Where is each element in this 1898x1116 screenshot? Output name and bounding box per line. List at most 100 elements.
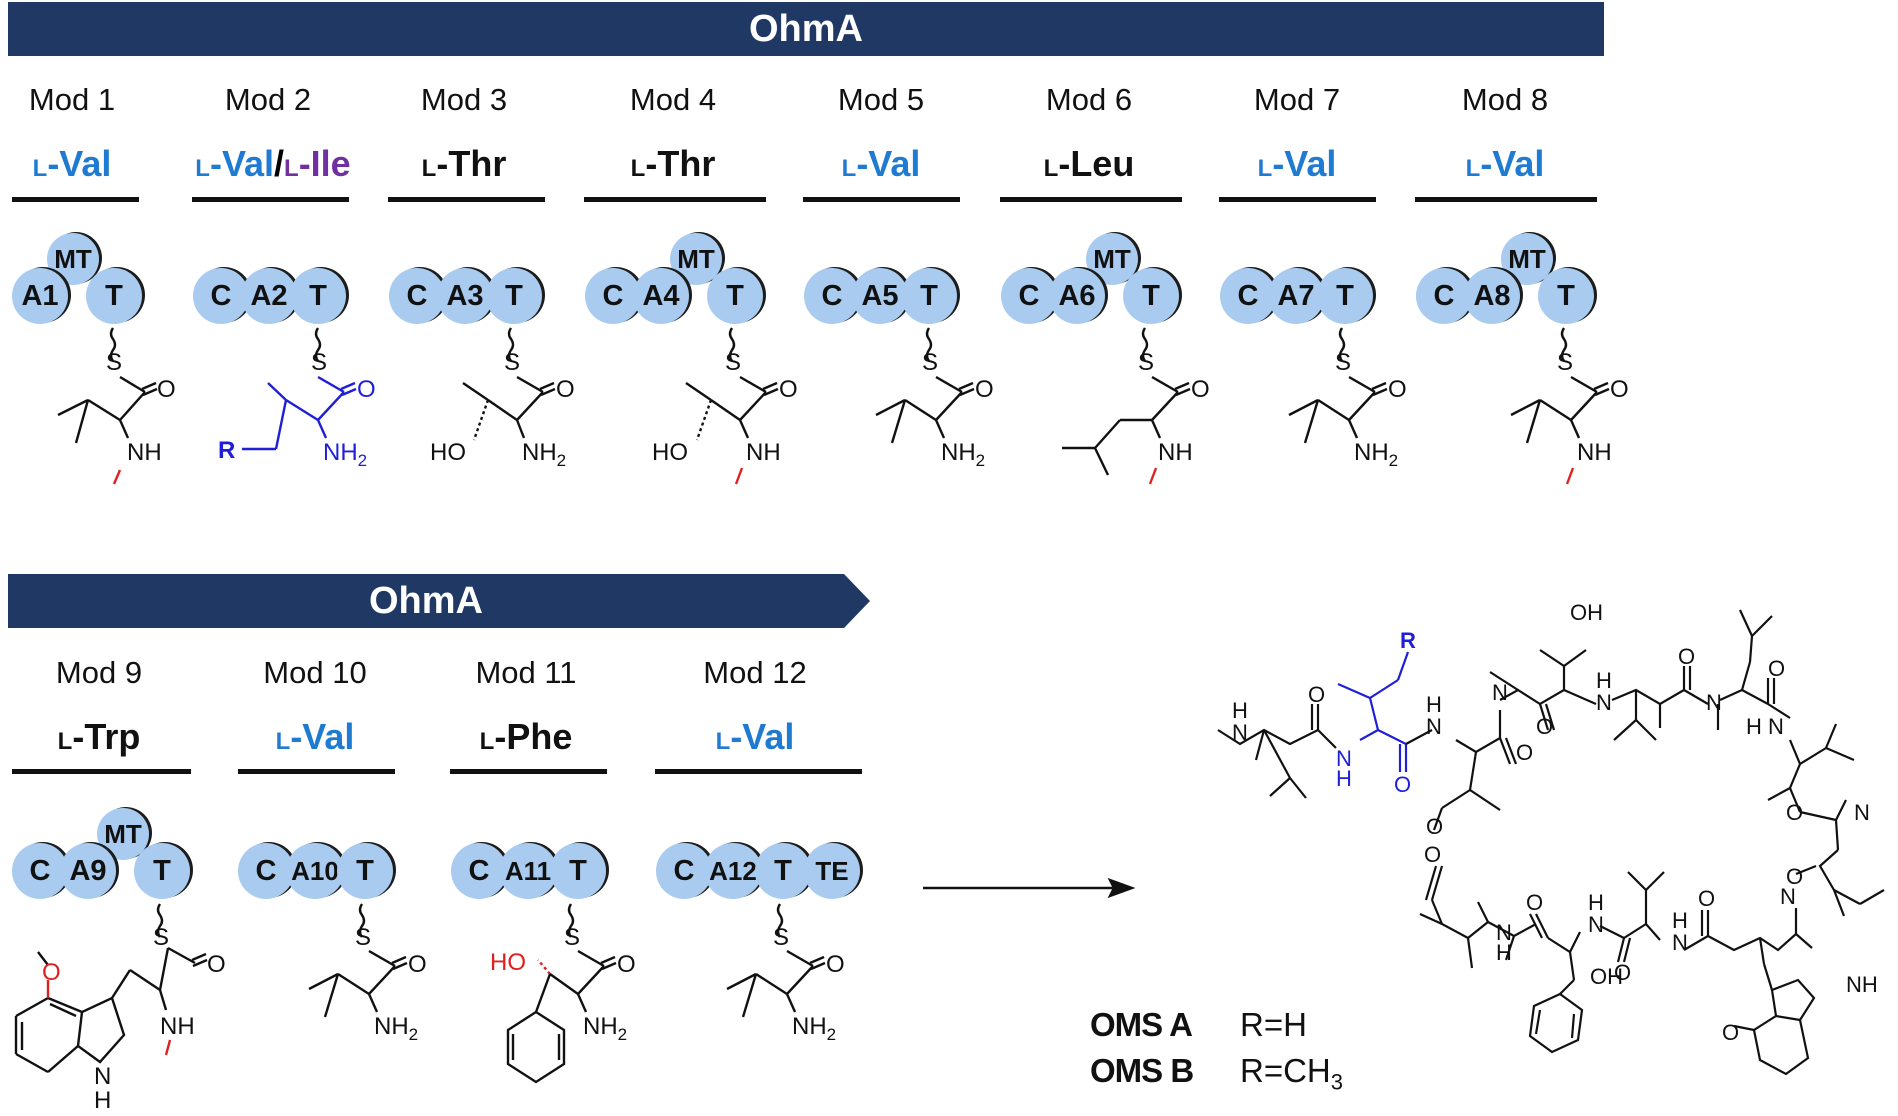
atom-s: S [564, 924, 580, 951]
atom-o: O [1678, 644, 1695, 669]
aa-label-4: L-Thr [630, 143, 716, 184]
atom-s: S [1335, 349, 1351, 376]
structure-mod10 [308, 903, 408, 1018]
reaction-arrow [923, 877, 1136, 899]
atom-nh: NH [1846, 972, 1878, 997]
atom-o: O [1394, 772, 1411, 797]
domain-circle-t: T [707, 268, 763, 324]
module-underline [12, 769, 191, 774]
domain-circle-c: C [193, 268, 249, 324]
atom-n: N [1706, 690, 1722, 715]
legend-oms-b: OMS B R=CH3 [1090, 1052, 1343, 1096]
aa-label-12: L-Val [715, 716, 795, 757]
atom-nh: NH [1158, 439, 1193, 466]
module-underline [655, 769, 862, 774]
atom-s: S [106, 349, 122, 376]
legend-oms-b-name: OMS B [1090, 1052, 1194, 1089]
atom-s: S [1557, 349, 1573, 376]
domain-circle-t: T [134, 843, 190, 899]
atom-o: O [1516, 740, 1533, 765]
atom-r: R [218, 437, 235, 464]
atom-nh: NH [1577, 439, 1612, 466]
ohma-banner-top: OhmA [8, 2, 1604, 56]
structure-mod2 [242, 327, 357, 451]
atom-h: H [1232, 698, 1248, 723]
atom-h: H [1672, 908, 1688, 933]
atom-nh2: NH2 [792, 1013, 836, 1044]
domain-circle-t: T [755, 843, 811, 899]
atom-n: N [1854, 800, 1870, 825]
atom-o: O [975, 376, 994, 403]
atom-h: H [94, 1087, 111, 1114]
atom-nh2: NH2 [522, 439, 566, 470]
aa-label-11: L-Phe [479, 716, 573, 757]
atom-o: O [1191, 376, 1210, 403]
atom-n: N [1588, 912, 1604, 937]
atom-n: N [1336, 746, 1352, 771]
mod-title-7: Mod 7 [1253, 82, 1341, 117]
domain-circle-a: A11 [499, 843, 557, 899]
structure-mod4 [685, 327, 779, 485]
module-underline [450, 769, 607, 774]
atom-nh2: NH2 [374, 1013, 418, 1044]
ohma-banner-bottom: OhmA [369, 579, 483, 622]
atom-n: N [1768, 714, 1784, 739]
atom-o: O [779, 376, 798, 403]
domain-circle-t: T [337, 843, 393, 899]
aa-label-3: L-Thr [421, 143, 507, 184]
aa-label-10: L-Val [275, 716, 355, 757]
atom-h: H [1496, 940, 1512, 965]
atom-nh: NH [160, 1013, 195, 1040]
atom-s: S [1138, 349, 1154, 376]
atom-o: O [1786, 864, 1803, 889]
atom-o: O [826, 951, 845, 978]
domain-circle-t: T [550, 843, 606, 899]
domain-circle-t: T [1123, 268, 1179, 324]
module-underline [238, 769, 395, 774]
legend-oms-b-formula: R=CH3 [1240, 1052, 1344, 1095]
mod-title-4: Mod 4 [629, 82, 717, 117]
domain-circle-te: TE [804, 843, 860, 899]
atom-s: S [355, 924, 371, 951]
structure-mod6 [1062, 327, 1191, 485]
domain-circle-c: C [389, 268, 445, 324]
atom-n: N [1672, 930, 1688, 955]
atom-o: O [408, 951, 427, 978]
domain-circle-a: A7 [1268, 268, 1324, 324]
aa-label-5: L-Val [841, 143, 921, 184]
aa-label-6: L-Leu [1043, 143, 1135, 184]
atom-n: N [1426, 714, 1442, 739]
domain-circle-a: A4 [633, 268, 689, 324]
structure-mod7 [1288, 327, 1388, 444]
atom-s: S [773, 924, 789, 951]
atom-n: N [1780, 884, 1796, 909]
domain-circle-a: A9 [60, 843, 116, 899]
atom-nh2: NH2 [1354, 439, 1398, 470]
module-underline [1219, 197, 1376, 202]
module-underline [192, 197, 349, 202]
atom-nh2: NH2 [941, 439, 985, 470]
atom-oh: OH [1570, 600, 1603, 625]
atom-n: N [94, 1063, 111, 1090]
atom-nh2: NH2 [323, 439, 367, 470]
module-underline [1415, 197, 1597, 202]
aa-label-8: L-Val [1465, 143, 1545, 184]
atom-h: H [1596, 668, 1612, 693]
atom-s: S [504, 349, 520, 376]
domain-circle-a: A3 [437, 268, 493, 324]
atom-ho: HO [490, 949, 526, 976]
atom-o: O [1698, 886, 1715, 911]
module-underline [12, 197, 139, 202]
atom-o: O [1614, 960, 1631, 985]
atom-o: O [42, 959, 61, 986]
atom-nh2: NH2 [583, 1013, 627, 1044]
atom-nh: NH [127, 439, 162, 466]
atom-o: O [1786, 800, 1803, 825]
atom-h: H [1588, 890, 1604, 915]
mod-title-2: Mod 2 [224, 82, 312, 117]
